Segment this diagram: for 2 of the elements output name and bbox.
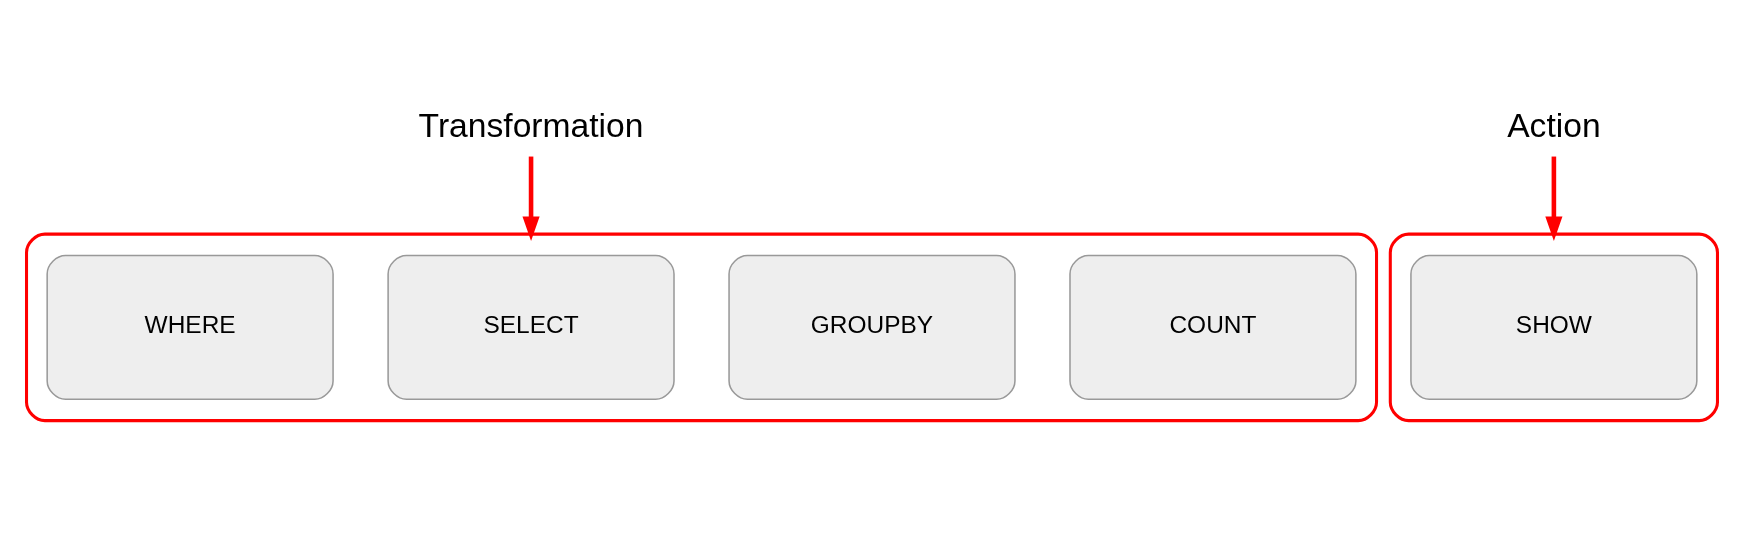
node-text: Action xyxy=(1507,107,1601,145)
node-text: Transformation xyxy=(418,107,644,145)
